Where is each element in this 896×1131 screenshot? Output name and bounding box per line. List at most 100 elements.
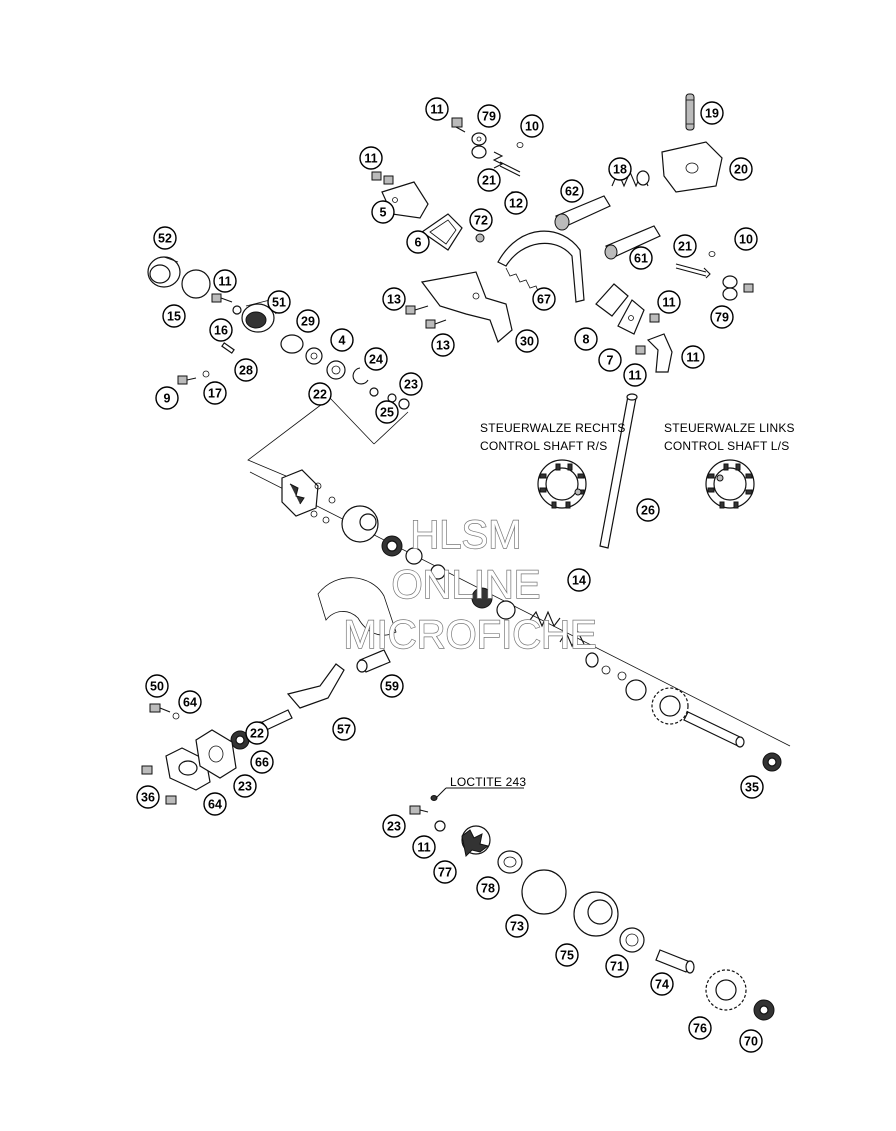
part-number: 11 — [662, 296, 675, 310]
part-number: 29 — [301, 315, 315, 329]
screw-11-pump — [409, 805, 429, 815]
washer-26 — [369, 387, 379, 397]
callout-circle — [673, 234, 697, 258]
part-number: 22 — [313, 388, 327, 402]
part-number: 51 — [272, 296, 286, 310]
part-callout: 28 — [234, 358, 258, 382]
ball-72 — [475, 233, 485, 243]
captions: STEUERWALZE RECHTS CONTROL SHAFT R/S STE… — [450, 421, 795, 789]
callout-circle — [477, 104, 501, 128]
part-number: 10 — [739, 233, 753, 247]
callout-circle — [382, 814, 406, 838]
part-number: 75 — [560, 949, 574, 963]
part-callout: 10 — [520, 114, 544, 138]
part-callout: 72 — [469, 208, 493, 232]
part-number: 6 — [415, 236, 422, 250]
screw-11-left-cluster — [211, 293, 233, 303]
screws-13 — [405, 305, 447, 329]
part-number: 11 — [218, 275, 231, 289]
callout-circle — [608, 157, 632, 181]
callout-circle — [681, 345, 705, 369]
part-callout: 61 — [629, 246, 653, 270]
part-callout: 22 — [308, 382, 332, 406]
callout-circle — [650, 972, 674, 996]
callout-circle — [431, 333, 455, 357]
part-callout: 15 — [162, 304, 186, 328]
part-number: 10 — [525, 120, 539, 134]
callout-circle — [359, 146, 383, 170]
impeller — [281, 469, 319, 517]
part-callout: 11 — [359, 146, 383, 170]
watermark-line-3: MICROFICHE — [343, 613, 596, 657]
part-number: 16 — [214, 324, 228, 338]
pin-19 — [685, 93, 695, 131]
part-number: 30 — [520, 335, 534, 349]
part-callout: 11 — [213, 269, 237, 293]
impeller-78 — [461, 825, 491, 858]
gasket-8 — [595, 283, 629, 317]
part-drawings — [141, 93, 791, 1021]
callout-circle — [203, 792, 227, 816]
part-callout: 11 — [623, 363, 647, 387]
part-callout: 71 — [605, 954, 629, 978]
part-number: 22 — [250, 727, 264, 741]
part-number: 18 — [613, 163, 627, 177]
callout-circle — [155, 386, 179, 410]
valve-62 — [554, 195, 611, 231]
callout-circle — [267, 290, 291, 314]
part-number: 21 — [678, 240, 692, 254]
callout-circle — [145, 674, 169, 698]
part-callout: 11 — [681, 345, 705, 369]
washer-on-axis — [430, 564, 446, 580]
part-number: 8 — [583, 333, 590, 347]
callout-circle — [520, 114, 544, 138]
callout-circle — [560, 179, 584, 203]
sleeve-on-axis — [559, 630, 647, 701]
part-callout: 6 — [406, 230, 430, 254]
cover-52 — [147, 256, 181, 288]
callout-circle — [700, 101, 724, 125]
control-shaft-left-gear — [705, 459, 755, 509]
callout-circle — [636, 498, 660, 522]
callout-circle — [234, 358, 258, 382]
spring-21-top — [492, 151, 521, 177]
leader-bracket — [247, 397, 409, 477]
part-number: 35 — [745, 781, 759, 795]
callout-circle — [729, 157, 753, 181]
part-number: 11 — [628, 369, 641, 383]
part-number: 36 — [141, 791, 155, 805]
watermark-line-2: ONLINE — [392, 563, 541, 607]
callout-circle — [555, 943, 579, 967]
washer-22-left — [202, 370, 210, 378]
gasket-36 — [195, 729, 237, 779]
callout-circle — [567, 568, 591, 592]
part-callout: 13 — [431, 333, 455, 357]
part-callout: 75 — [555, 943, 579, 967]
washer-22-bottom — [172, 712, 180, 720]
callout-circle — [412, 835, 436, 859]
valve-61 — [604, 225, 661, 260]
part-callout: 14 — [567, 568, 591, 592]
part-number: 62 — [565, 185, 579, 199]
main-axis-line — [249, 471, 791, 747]
screws-11-left — [371, 171, 394, 185]
o-ring-75 — [521, 869, 567, 915]
callout-circle — [504, 191, 528, 215]
part-callout: 7 — [598, 348, 622, 372]
screw-11-mid — [649, 313, 660, 323]
caption-loctite: LOCTITE 243 — [450, 775, 526, 789]
part-callout: 64 — [203, 792, 227, 816]
shift-plate-30 — [420, 271, 513, 344]
part-number: 64 — [183, 696, 197, 710]
part-callout: 59 — [380, 674, 404, 698]
part-callout: 77 — [433, 860, 457, 884]
cap-9 — [646, 333, 673, 373]
washer-77 — [434, 820, 446, 832]
part-callout: 36 — [136, 785, 160, 809]
bearing-23-left-lower — [230, 730, 250, 750]
part-number: 15 — [167, 310, 181, 324]
part-callout: 57 — [332, 717, 356, 741]
part-callout: 50 — [145, 674, 169, 698]
part-number: 23 — [404, 378, 418, 392]
